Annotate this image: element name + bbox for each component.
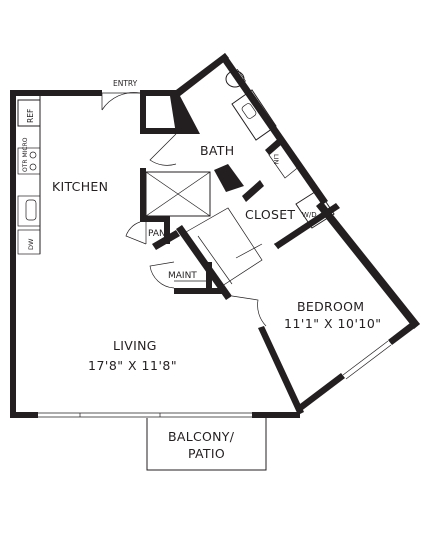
balcony-label-line1: BALCONY/ (168, 429, 235, 444)
bedroom-label: BEDROOM (297, 299, 364, 314)
kitchen-label: KITCHEN (52, 179, 108, 194)
living-label: LIVING (113, 338, 157, 353)
fixtures (17, 69, 335, 471)
balcony-label-line2: PATIO (188, 446, 225, 461)
exterior-walls (10, 53, 420, 418)
bedroom-dimensions: 11'1" X 10'10" (284, 316, 382, 331)
otr-micro-label: OTR MICRO (22, 137, 29, 172)
dw-label: DW (27, 238, 35, 250)
living-dimensions: 17'8" X 11'8" (88, 358, 177, 373)
bath-label: BATH (200, 143, 234, 158)
wd-label: W/D (302, 211, 317, 219)
closet-label: CLOSET (245, 207, 295, 222)
doors (101, 92, 295, 327)
bedroom-window (342, 340, 392, 380)
lin-label: LIN (272, 154, 280, 165)
pantry-label: PAN. (148, 229, 169, 239)
maint-label: MAINT (168, 271, 197, 281)
ref-label: REF (26, 109, 35, 123)
entry-label: ENTRY (113, 79, 138, 88)
living-window (38, 412, 252, 418)
interior-walls (140, 93, 285, 300)
